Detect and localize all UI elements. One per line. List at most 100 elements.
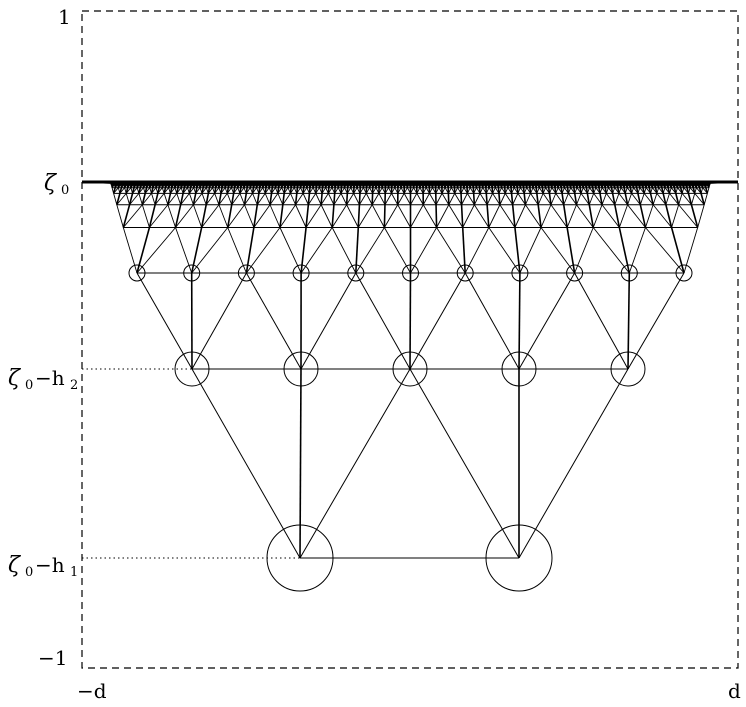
tree-edge	[264, 187, 270, 194]
tree-edge	[315, 193, 322, 205]
tree-edge	[628, 227, 646, 274]
tree-edge	[252, 187, 257, 194]
tree-edge	[511, 187, 515, 194]
tree-edge	[331, 227, 357, 274]
tree-edge	[141, 193, 152, 206]
tree-edge	[410, 187, 415, 194]
tree-edge	[637, 187, 641, 194]
tree-edge	[624, 193, 629, 205]
tree-edge	[492, 193, 501, 205]
tree-edge	[683, 227, 699, 274]
tree-edge	[214, 187, 220, 194]
node-circle	[266, 524, 334, 592]
tree-edge	[550, 204, 568, 228]
tree-edge	[279, 204, 284, 228]
tree-edge	[144, 187, 151, 194]
tree-edge	[705, 187, 709, 194]
tree-edge	[403, 187, 408, 194]
tree-edge	[656, 187, 660, 194]
tree-edge	[601, 204, 620, 228]
tree-edge	[403, 193, 411, 205]
tree-edge	[416, 193, 424, 205]
tree-edge	[650, 187, 653, 194]
tree-edge	[277, 193, 284, 205]
tree-edge	[536, 187, 540, 194]
tree-edge	[282, 193, 291, 206]
tree-edge	[601, 193, 607, 205]
tree-edge	[678, 193, 683, 205]
tree-edge	[113, 187, 119, 194]
tree-edge	[536, 193, 539, 205]
tree-edge	[591, 187, 595, 194]
tree-edge	[652, 193, 658, 205]
tree-edge	[700, 187, 704, 194]
tree-edge	[568, 193, 577, 206]
tree-edge	[346, 187, 352, 194]
tree-edge	[157, 187, 163, 194]
tree-edge	[113, 193, 118, 205]
tree-edge	[149, 204, 169, 228]
tree-edge	[334, 187, 339, 194]
tree-edge	[555, 193, 565, 206]
tree-edge	[429, 187, 433, 194]
tree-edge	[132, 187, 138, 194]
tree-edge	[541, 187, 544, 194]
tree-edge	[499, 204, 516, 228]
node-circle	[485, 524, 553, 592]
tree-edge	[148, 204, 156, 228]
svg-text:−h: −h	[35, 553, 65, 577]
tree-edge	[530, 193, 539, 206]
tree-edge	[409, 272, 412, 370]
tree-edge	[568, 187, 572, 194]
x-right-label: d	[728, 679, 741, 703]
tree-edge	[435, 193, 443, 205]
tree-edge	[598, 187, 601, 194]
tree-edge	[231, 193, 241, 206]
tree-edge	[499, 193, 506, 205]
tree-edge	[435, 204, 438, 228]
tree-edge	[574, 272, 629, 370]
tree-edge	[299, 368, 411, 559]
tree-edge	[623, 187, 627, 194]
tree-edge	[253, 204, 271, 228]
tree-edge	[384, 204, 399, 228]
tree-edge	[645, 204, 654, 228]
tree-edge	[648, 187, 652, 194]
tree-edge	[560, 187, 563, 194]
tree-edge	[535, 187, 538, 194]
node-circle	[501, 351, 537, 387]
tree-edge	[466, 187, 471, 194]
domain-boundary	[81, 10, 739, 669]
tree-edge	[703, 193, 708, 205]
tree-edge	[614, 193, 620, 205]
tree-edge	[264, 193, 271, 205]
tree-edge	[193, 193, 203, 206]
tree-edge	[218, 193, 222, 205]
tree-edge	[448, 204, 464, 228]
tree-edge	[410, 193, 418, 205]
tree-edge	[654, 187, 658, 194]
tree-edge	[618, 193, 628, 206]
tree-edge	[673, 187, 677, 194]
tree-edge	[671, 204, 680, 228]
tree-edge	[357, 204, 361, 228]
tree-edge	[679, 187, 683, 194]
tree-edge	[269, 193, 279, 206]
tree-edge	[305, 204, 310, 228]
tree-edge	[435, 187, 440, 194]
tree-edge	[631, 187, 634, 194]
tree-edge	[593, 187, 597, 194]
tree-edge	[226, 204, 233, 228]
tree-edge	[488, 227, 521, 274]
tree-edge	[472, 193, 476, 205]
tree-edge	[271, 187, 276, 194]
tree-edge	[479, 187, 484, 194]
tree-edge	[525, 204, 542, 228]
tree-edge	[586, 193, 591, 205]
tree-edge	[542, 187, 547, 194]
tree-edge	[461, 193, 468, 205]
tree-edge	[320, 193, 329, 205]
tree-edge	[675, 193, 680, 205]
tree-edge	[562, 204, 568, 228]
tree-edge	[410, 204, 424, 228]
